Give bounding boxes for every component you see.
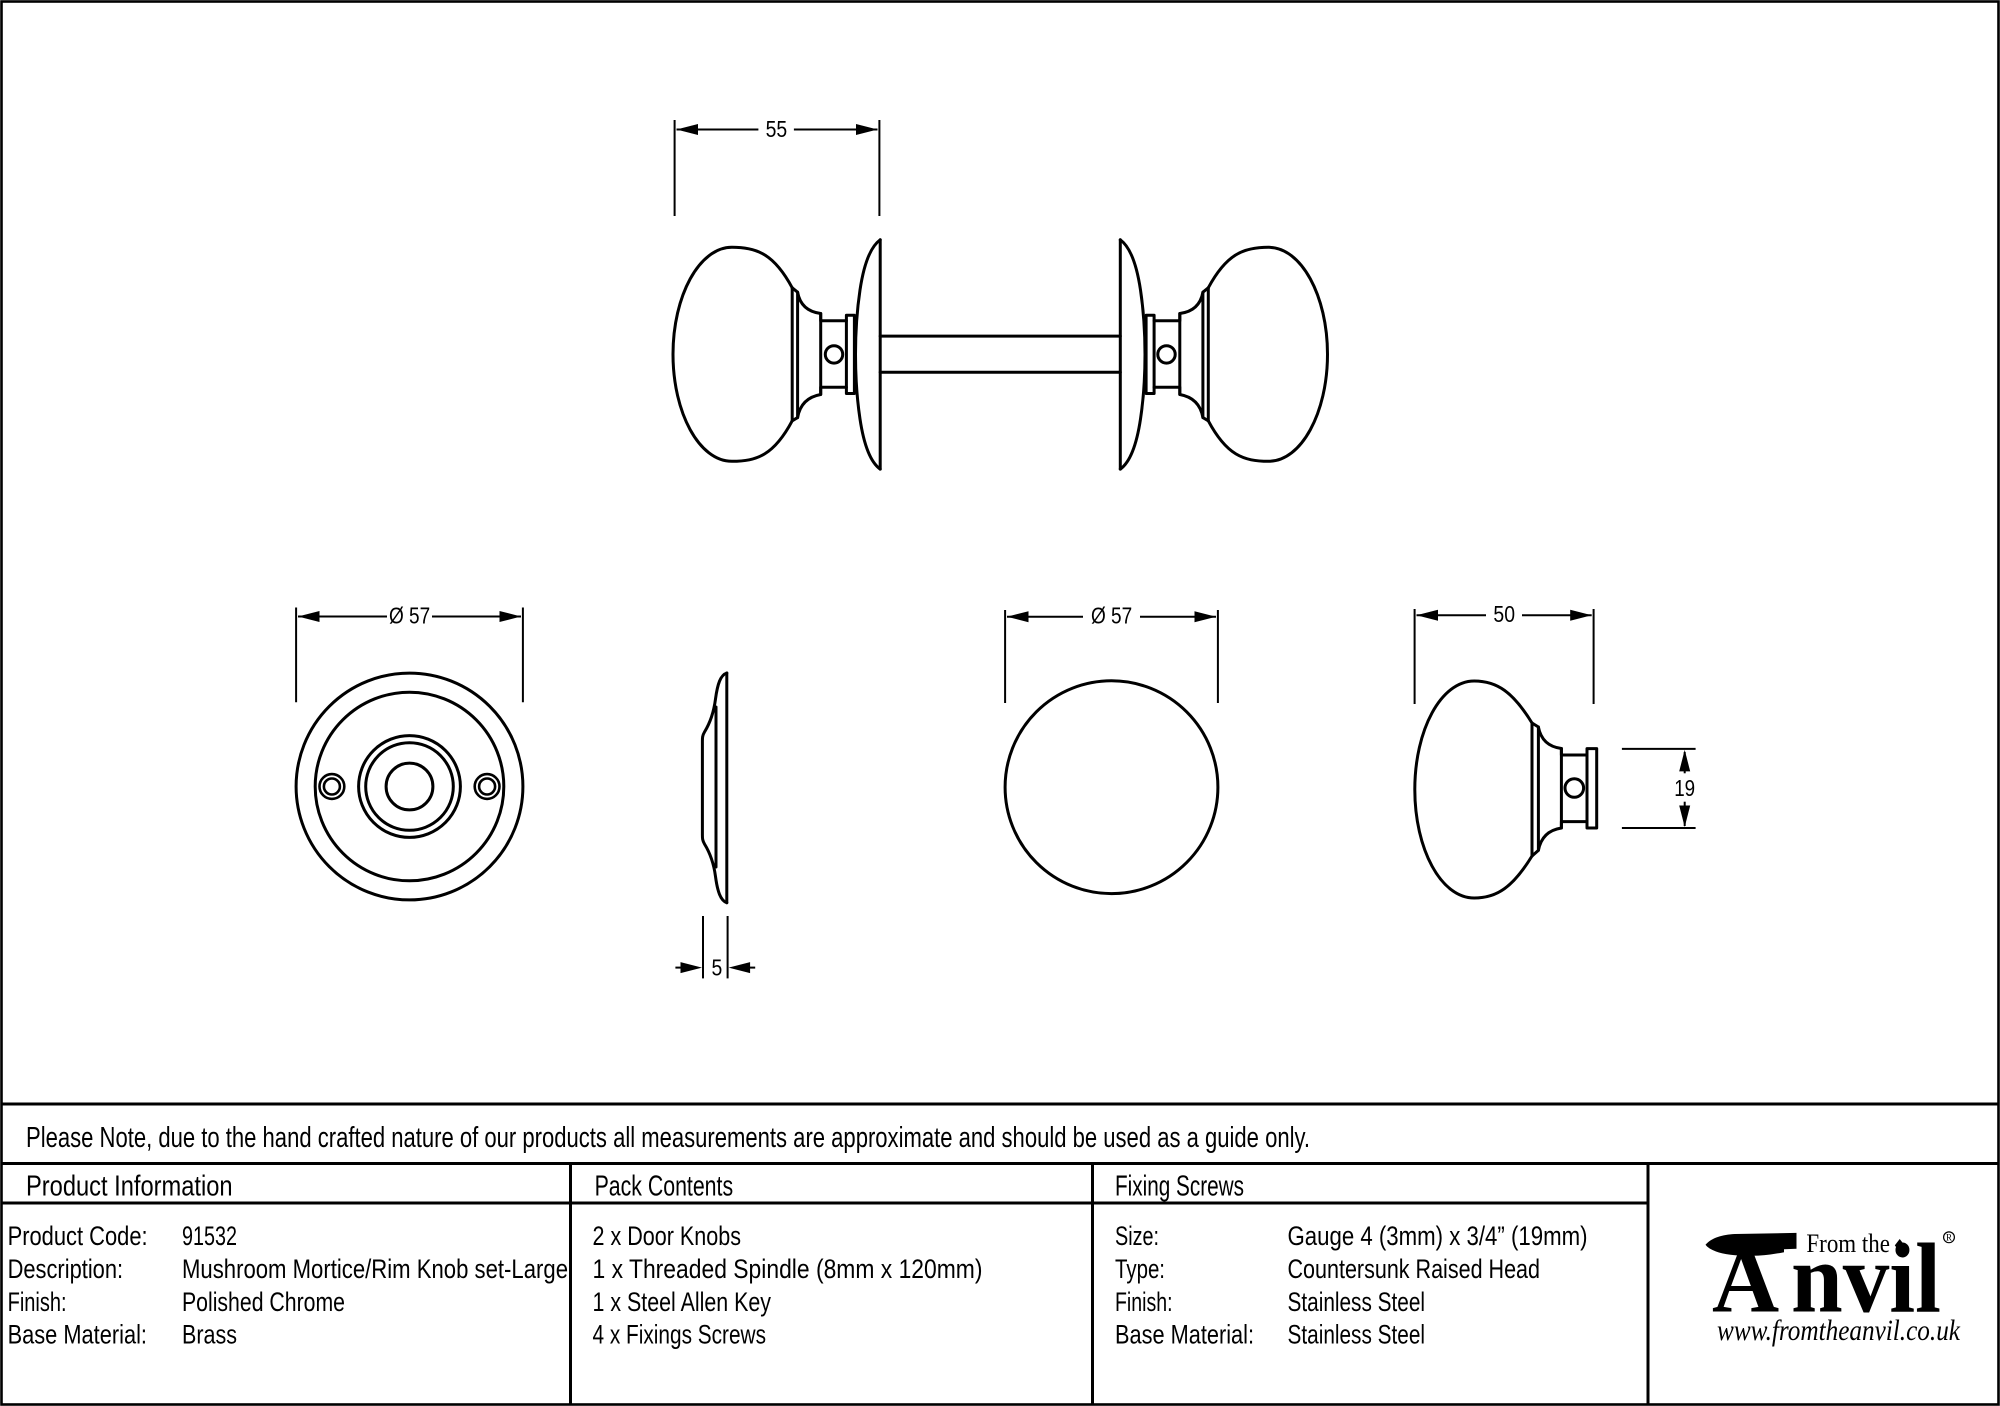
svg-text:50: 50	[1493, 601, 1515, 627]
svg-text:nvil: nvil	[1791, 1223, 1941, 1334]
svg-text:Base Material:: Base Material:	[8, 1320, 147, 1350]
svg-text:Please Note, due to the hand c: Please Note, due to the hand crafted nat…	[26, 1122, 1310, 1154]
svg-text:Ø 57: Ø 57	[389, 603, 430, 629]
svg-text:Stainless Steel: Stainless Steel	[1288, 1287, 1426, 1317]
svg-text:Pack Contents: Pack Contents	[595, 1171, 734, 1203]
svg-text:Gauge 4 (3mm) x 3/4” (19mm): Gauge 4 (3mm) x 3/4” (19mm)	[1288, 1221, 1588, 1251]
svg-text:1 x Threaded Spindle (8mm x 12: 1 x Threaded Spindle (8mm x 120mm)	[593, 1254, 983, 1284]
svg-text:Stainless Steel: Stainless Steel	[1288, 1320, 1426, 1350]
svg-text:Countersunk Raised Head: Countersunk Raised Head	[1288, 1254, 1541, 1284]
svg-text:91532: 91532	[182, 1221, 237, 1251]
svg-text:Polished Chrome: Polished Chrome	[182, 1287, 345, 1317]
svg-text:4 x Fixings Screws: 4 x Fixings Screws	[593, 1320, 767, 1350]
svg-text:Description:: Description:	[8, 1254, 124, 1284]
svg-text:Finish:: Finish:	[1115, 1287, 1173, 1317]
svg-text:From the: From the	[1806, 1229, 1890, 1258]
svg-text:5: 5	[712, 955, 723, 981]
svg-text:Ø 57: Ø 57	[1091, 603, 1132, 629]
svg-text:19: 19	[1674, 775, 1695, 801]
svg-text:Size:: Size:	[1115, 1221, 1159, 1251]
svg-text:Type:: Type:	[1115, 1254, 1165, 1284]
svg-text:Product Code:: Product Code:	[8, 1221, 148, 1251]
svg-text:55: 55	[766, 116, 788, 142]
svg-text:1 x Steel Allen Key: 1 x Steel Allen Key	[593, 1287, 772, 1317]
svg-text:Fixing Screws: Fixing Screws	[1115, 1171, 1244, 1203]
svg-text:R: R	[1946, 1233, 1952, 1243]
svg-text:2 x Door Knobs: 2 x Door Knobs	[593, 1221, 742, 1251]
svg-text:Brass: Brass	[182, 1320, 237, 1350]
svg-text:Product Information: Product Information	[26, 1171, 233, 1203]
svg-text:Base Material:: Base Material:	[1115, 1320, 1254, 1350]
svg-text:Mushroom Mortice/Rim Knob set-: Mushroom Mortice/Rim Knob set-Large	[182, 1254, 568, 1284]
svg-text:Finish:: Finish:	[8, 1287, 67, 1317]
svg-text:www.fromtheanvil.co.uk: www.fromtheanvil.co.uk	[1717, 1314, 1961, 1347]
